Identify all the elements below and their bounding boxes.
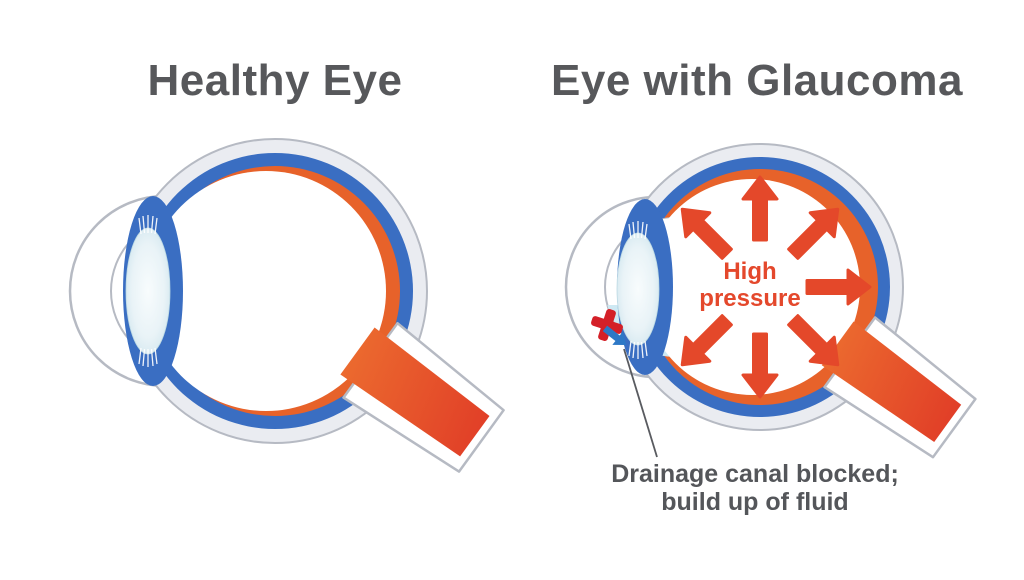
pressure-arrow-icon — [805, 268, 872, 306]
high-pressure-label: High pressure — [699, 258, 801, 312]
optic-nerve — [821, 321, 962, 442]
pressure-arrow-icon — [787, 314, 840, 367]
glaucoma-eye-title: Eye with Glaucoma — [551, 56, 963, 105]
arrow-down-right-icon — [602, 325, 627, 346]
healthy-eye-diagram — [68, 138, 505, 473]
lens — [616, 232, 660, 346]
annotation-leader-line — [623, 348, 658, 458]
healthy-eye-title: Healthy Eye — [147, 56, 403, 105]
pressure-arrow-icon — [680, 314, 733, 367]
pressure-arrows — [680, 175, 872, 399]
pressure-arrow-icon — [680, 207, 733, 260]
plus-icon — [591, 309, 623, 341]
pressure-arrow-icon — [787, 207, 840, 260]
zonule-fibers-top — [138, 215, 158, 235]
zonule-fibers-bottom — [138, 347, 158, 367]
pressure-arrow-icon — [741, 332, 779, 399]
pressure-arrow-icon — [741, 175, 779, 242]
lens — [125, 227, 171, 355]
vitreous-body — [146, 171, 386, 411]
zonule-fibers-bottom — [628, 340, 648, 359]
glaucoma-eye-diagram — [564, 143, 977, 459]
optic-nerve — [340, 327, 490, 457]
zonule-fibers-top — [628, 221, 648, 240]
drainage-annotation: Drainage canal blocked; build up of flui… — [611, 460, 899, 516]
